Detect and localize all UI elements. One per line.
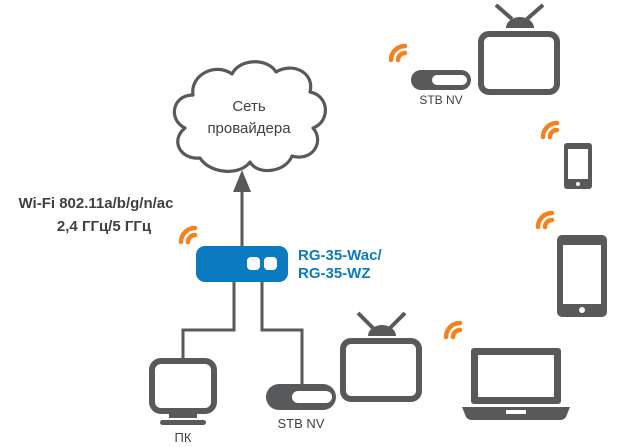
- stb-wireless-label: STB NV: [419, 93, 462, 107]
- link-to-stb: [260, 282, 304, 384]
- provider-network-cloud: Сеть провайдера: [172, 60, 327, 173]
- router-device: RG-35-Wac/ RG-35-WZ: [196, 246, 382, 282]
- stb-wireless-device: STB NV: [388, 43, 471, 107]
- desktop-monitor-icon: [149, 358, 217, 425]
- wifi-spec-line2: 2,4 ГГц/5 ГГц: [57, 218, 152, 235]
- arrow-head-icon: [233, 170, 251, 192]
- smartphone-icon: [564, 143, 592, 189]
- pc-label: ПК: [175, 430, 192, 445]
- tv-wireless-device: [478, 3, 560, 95]
- laptop-wifi-icon: [443, 320, 463, 340]
- router-icon: [196, 246, 288, 282]
- wired-links: [181, 282, 304, 384]
- pc-device: ПК: [149, 358, 217, 445]
- set-top-box-icon: [266, 384, 336, 410]
- stb-wifi-icon: [388, 43, 408, 63]
- set-top-box-icon: [411, 70, 471, 90]
- router-wifi-icon: [178, 225, 198, 245]
- router-port-led: [247, 257, 260, 270]
- laptop-icon: [462, 348, 570, 420]
- router-model-line1: RG-35-Wac/: [298, 247, 382, 264]
- tv-icon: [340, 311, 422, 402]
- tablet-icon: [557, 235, 607, 317]
- phone-wifi-icon: [540, 120, 560, 140]
- cloud-icon: [172, 60, 327, 173]
- tv-wired-device: [340, 311, 422, 402]
- tablet-device: [535, 210, 607, 317]
- laptop-device: [443, 320, 570, 420]
- wifi-spec-line1: Wi-Fi 802.11a/b/g/n/ac: [19, 195, 174, 212]
- cloud-label-line1: Сеть: [232, 98, 266, 115]
- phone-device: [540, 120, 592, 189]
- cloud-label-line2: провайдера: [207, 120, 291, 137]
- link-to-pc: [181, 282, 236, 360]
- router-port-led: [264, 257, 277, 270]
- router-model-line2: RG-35-WZ: [298, 265, 371, 282]
- stb-wired-label: STB NV: [278, 416, 325, 431]
- uplink-arrow: [233, 170, 251, 250]
- tablet-wifi-icon: [535, 210, 555, 230]
- tv-icon: [478, 3, 560, 95]
- stb-wired-device: STB NV: [266, 384, 336, 431]
